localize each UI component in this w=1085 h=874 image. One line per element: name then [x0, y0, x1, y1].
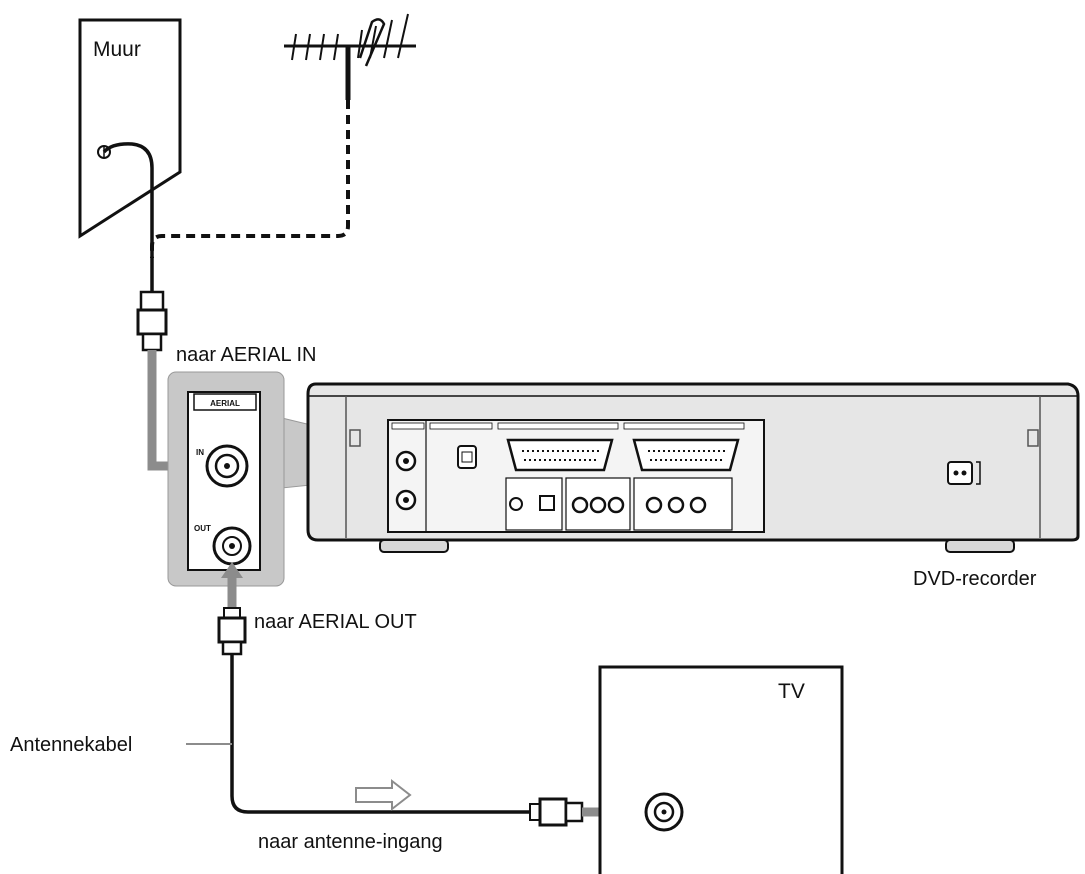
rooftop-antenna-icon: [284, 13, 416, 100]
aerial-out-plug-icon: [217, 607, 247, 656]
to-antenna-input-label: naar antenne-ingang: [258, 831, 443, 853]
wall-cable: [102, 142, 154, 292]
tv-set: TV: [598, 665, 844, 874]
dvd-recorder-device: [306, 382, 1080, 553]
aerial-out-jack-icon: [212, 526, 252, 566]
dvd-recorder-label: DVD-recorder: [913, 568, 1037, 590]
panel-out-label: OUT: [194, 524, 211, 533]
panel-in-label: IN: [196, 448, 204, 457]
wall-label: Muur: [93, 38, 141, 61]
aerial-in-jack-icon: [205, 444, 249, 488]
tv-plug-icon: [529, 797, 584, 827]
antenna-cable: [230, 654, 530, 814]
to-aerial-in-label: naar AERIAL IN: [176, 344, 316, 366]
to-aerial-out-label: naar AERIAL OUT: [254, 611, 417, 633]
aerial-in-plug-icon: [136, 290, 168, 352]
signal-direction-arrow-icon: [355, 778, 412, 812]
wall-panel: Muur: [78, 18, 182, 239]
tv-label: TV: [778, 680, 805, 703]
tv-antenna-input-jack-icon: [644, 792, 684, 832]
panel-aerial-label: AERIAL: [210, 399, 240, 408]
aerial-panel-callout: AERIAL IN OUT: [167, 371, 285, 587]
antenna-cable-label: Antennekabel: [10, 734, 132, 756]
